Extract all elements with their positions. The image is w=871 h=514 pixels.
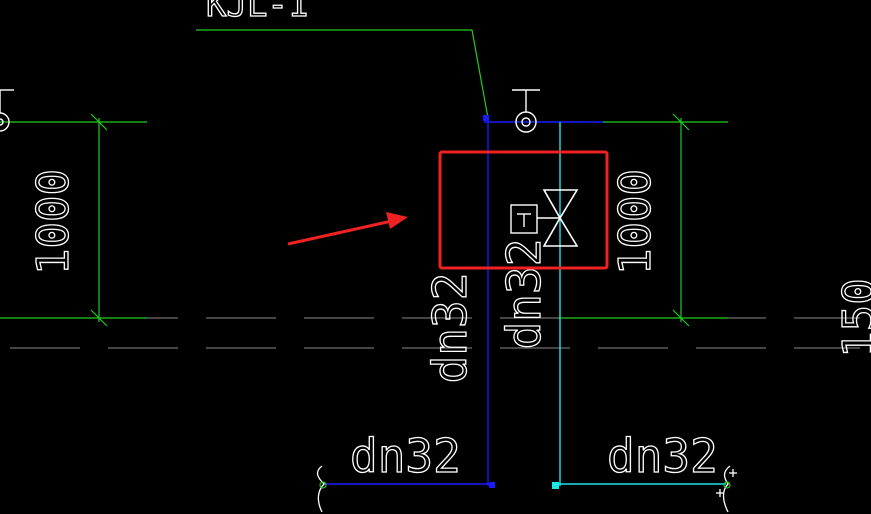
dimension-right xyxy=(558,113,728,327)
pipe-label-bottom-right: dn32 xyxy=(607,429,718,483)
arrow-pointer xyxy=(287,212,408,246)
pipe-end-left-node xyxy=(319,481,327,489)
valve-icon xyxy=(537,189,579,247)
top-label: KJL-1 xyxy=(206,0,308,25)
pipe-end-right-node xyxy=(723,481,731,489)
label-leader-line xyxy=(196,29,489,119)
pipe-blue xyxy=(323,121,603,486)
pipe-node-cyan-bottom xyxy=(552,482,559,489)
gauge-icon-left xyxy=(0,89,14,132)
pipe-end-right xyxy=(716,465,737,513)
pipe-end-left xyxy=(316,465,325,513)
pipe-label-vertical-1: dn32 xyxy=(423,273,477,384)
dim-far-right-text: 150 xyxy=(834,278,871,357)
pipe-cyan xyxy=(556,122,726,486)
dimension-left xyxy=(0,113,147,327)
dim-right-tick-bottom xyxy=(672,309,690,327)
dim-right-text: 1000 xyxy=(610,169,661,275)
dim-left-text: 1000 xyxy=(28,169,79,275)
gauge-icon xyxy=(512,89,540,133)
pipe-node-top xyxy=(483,115,489,121)
dim-left-tick-bottom xyxy=(90,309,108,327)
highlight-box xyxy=(438,150,609,270)
pipe-node-blue-bottom xyxy=(489,482,495,488)
actuator-icon xyxy=(510,204,538,234)
dim-right-tick-top xyxy=(672,113,690,131)
pipe-label-vertical-2: dn32 xyxy=(497,239,551,350)
pipe-label-bottom-left: dn32 xyxy=(350,429,461,483)
dim-left-tick-top xyxy=(90,113,108,131)
